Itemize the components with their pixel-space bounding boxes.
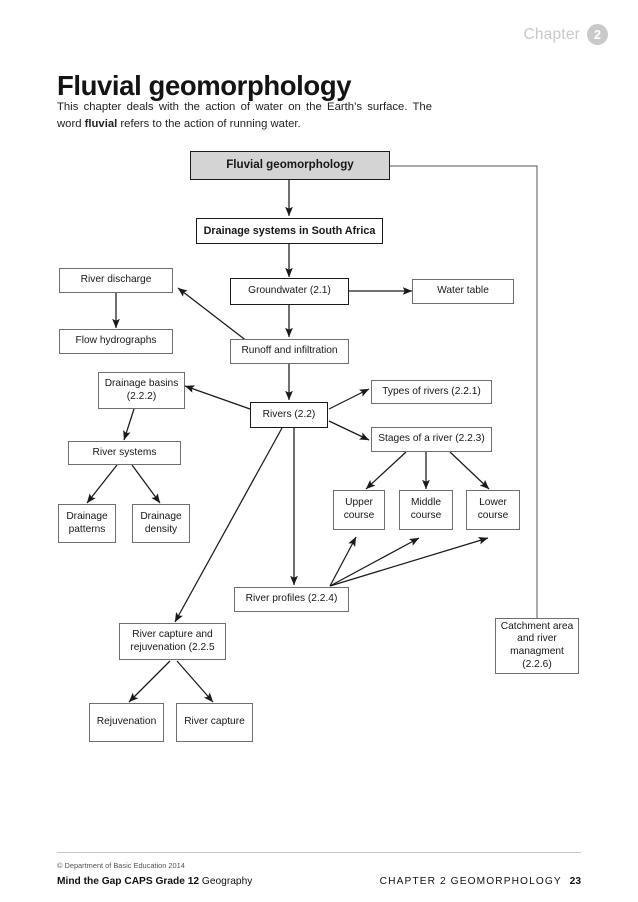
- node-drainage-density[interactable]: Drainage density: [132, 504, 190, 543]
- node-rivers[interactable]: Rivers (2.2): [250, 402, 328, 428]
- chapter-label: Chapter: [523, 25, 580, 43]
- node-drainage-basins[interactable]: Drainage basins (2.2.2): [98, 372, 185, 409]
- footer-brand: Mind the Gap CAPS Grade 12 Geography: [57, 876, 252, 887]
- node-types-of-rivers[interactable]: Types of rivers (2.2.1): [371, 380, 492, 404]
- node-water-table[interactable]: Water table: [412, 279, 514, 304]
- node-river-capture[interactable]: River capture: [176, 703, 253, 742]
- node-drainage-patterns[interactable]: Drainage patterns: [58, 504, 116, 543]
- node-middle-course[interactable]: Middle course: [399, 490, 453, 530]
- node-groundwater[interactable]: Groundwater (2.1): [230, 278, 349, 305]
- node-river-profiles[interactable]: River profiles (2.2.4): [234, 587, 349, 612]
- node-river-capture-rejuvenation[interactable]: River capture and rejuvenation (2.2.5: [119, 623, 226, 660]
- node-flow-hydrographs[interactable]: Flow hydrographs: [59, 329, 173, 354]
- footer-brand-name: Mind the Gap CAPS Grade 12: [57, 876, 200, 887]
- node-upper-course[interactable]: Upper course: [333, 490, 385, 530]
- node-fluvial-geomorphology[interactable]: Fluvial geomorphology: [190, 151, 390, 180]
- footer-chapter-info: CHAPTER 2 GEOMORPHOLOGY 23: [380, 876, 581, 887]
- node-runoff-infiltration[interactable]: Runoff and infiltration: [230, 339, 349, 364]
- page-title: Fluvial geomorphology: [57, 70, 352, 102]
- intro-emphasis: fluvial: [84, 117, 118, 130]
- intro-paragraph: This chapter deals with the action of wa…: [57, 99, 432, 132]
- node-stages-of-a-river[interactable]: Stages of a river (2.2.3): [371, 427, 492, 452]
- node-rejuvenation[interactable]: Rejuvenation: [89, 703, 164, 742]
- intro-lead: This chapter deals with the action of wa…: [57, 101, 432, 130]
- node-catchment-area[interactable]: Catchment area and river managment (2.2.…: [495, 618, 579, 674]
- node-river-systems[interactable]: River systems: [68, 441, 181, 465]
- chapter-number-circle: 2: [587, 24, 608, 45]
- node-drainage-systems[interactable]: Drainage systems in South Africa: [196, 218, 383, 244]
- footer-chapter-label: CHAPTER 2 GEOMORPHOLOGY: [379, 876, 562, 887]
- footer-copyright: © Department of Basic Education 2014: [57, 861, 185, 870]
- footer-divider: [57, 852, 581, 853]
- footer-subject: Geography: [199, 876, 253, 887]
- intro-tail: refers to the action of running water.: [117, 117, 301, 130]
- node-river-discharge[interactable]: River discharge: [59, 268, 173, 293]
- footer-page-number: 23: [569, 876, 581, 887]
- chapter-badge: Chapter 2: [523, 24, 608, 45]
- node-lower-course[interactable]: Lower course: [466, 490, 520, 530]
